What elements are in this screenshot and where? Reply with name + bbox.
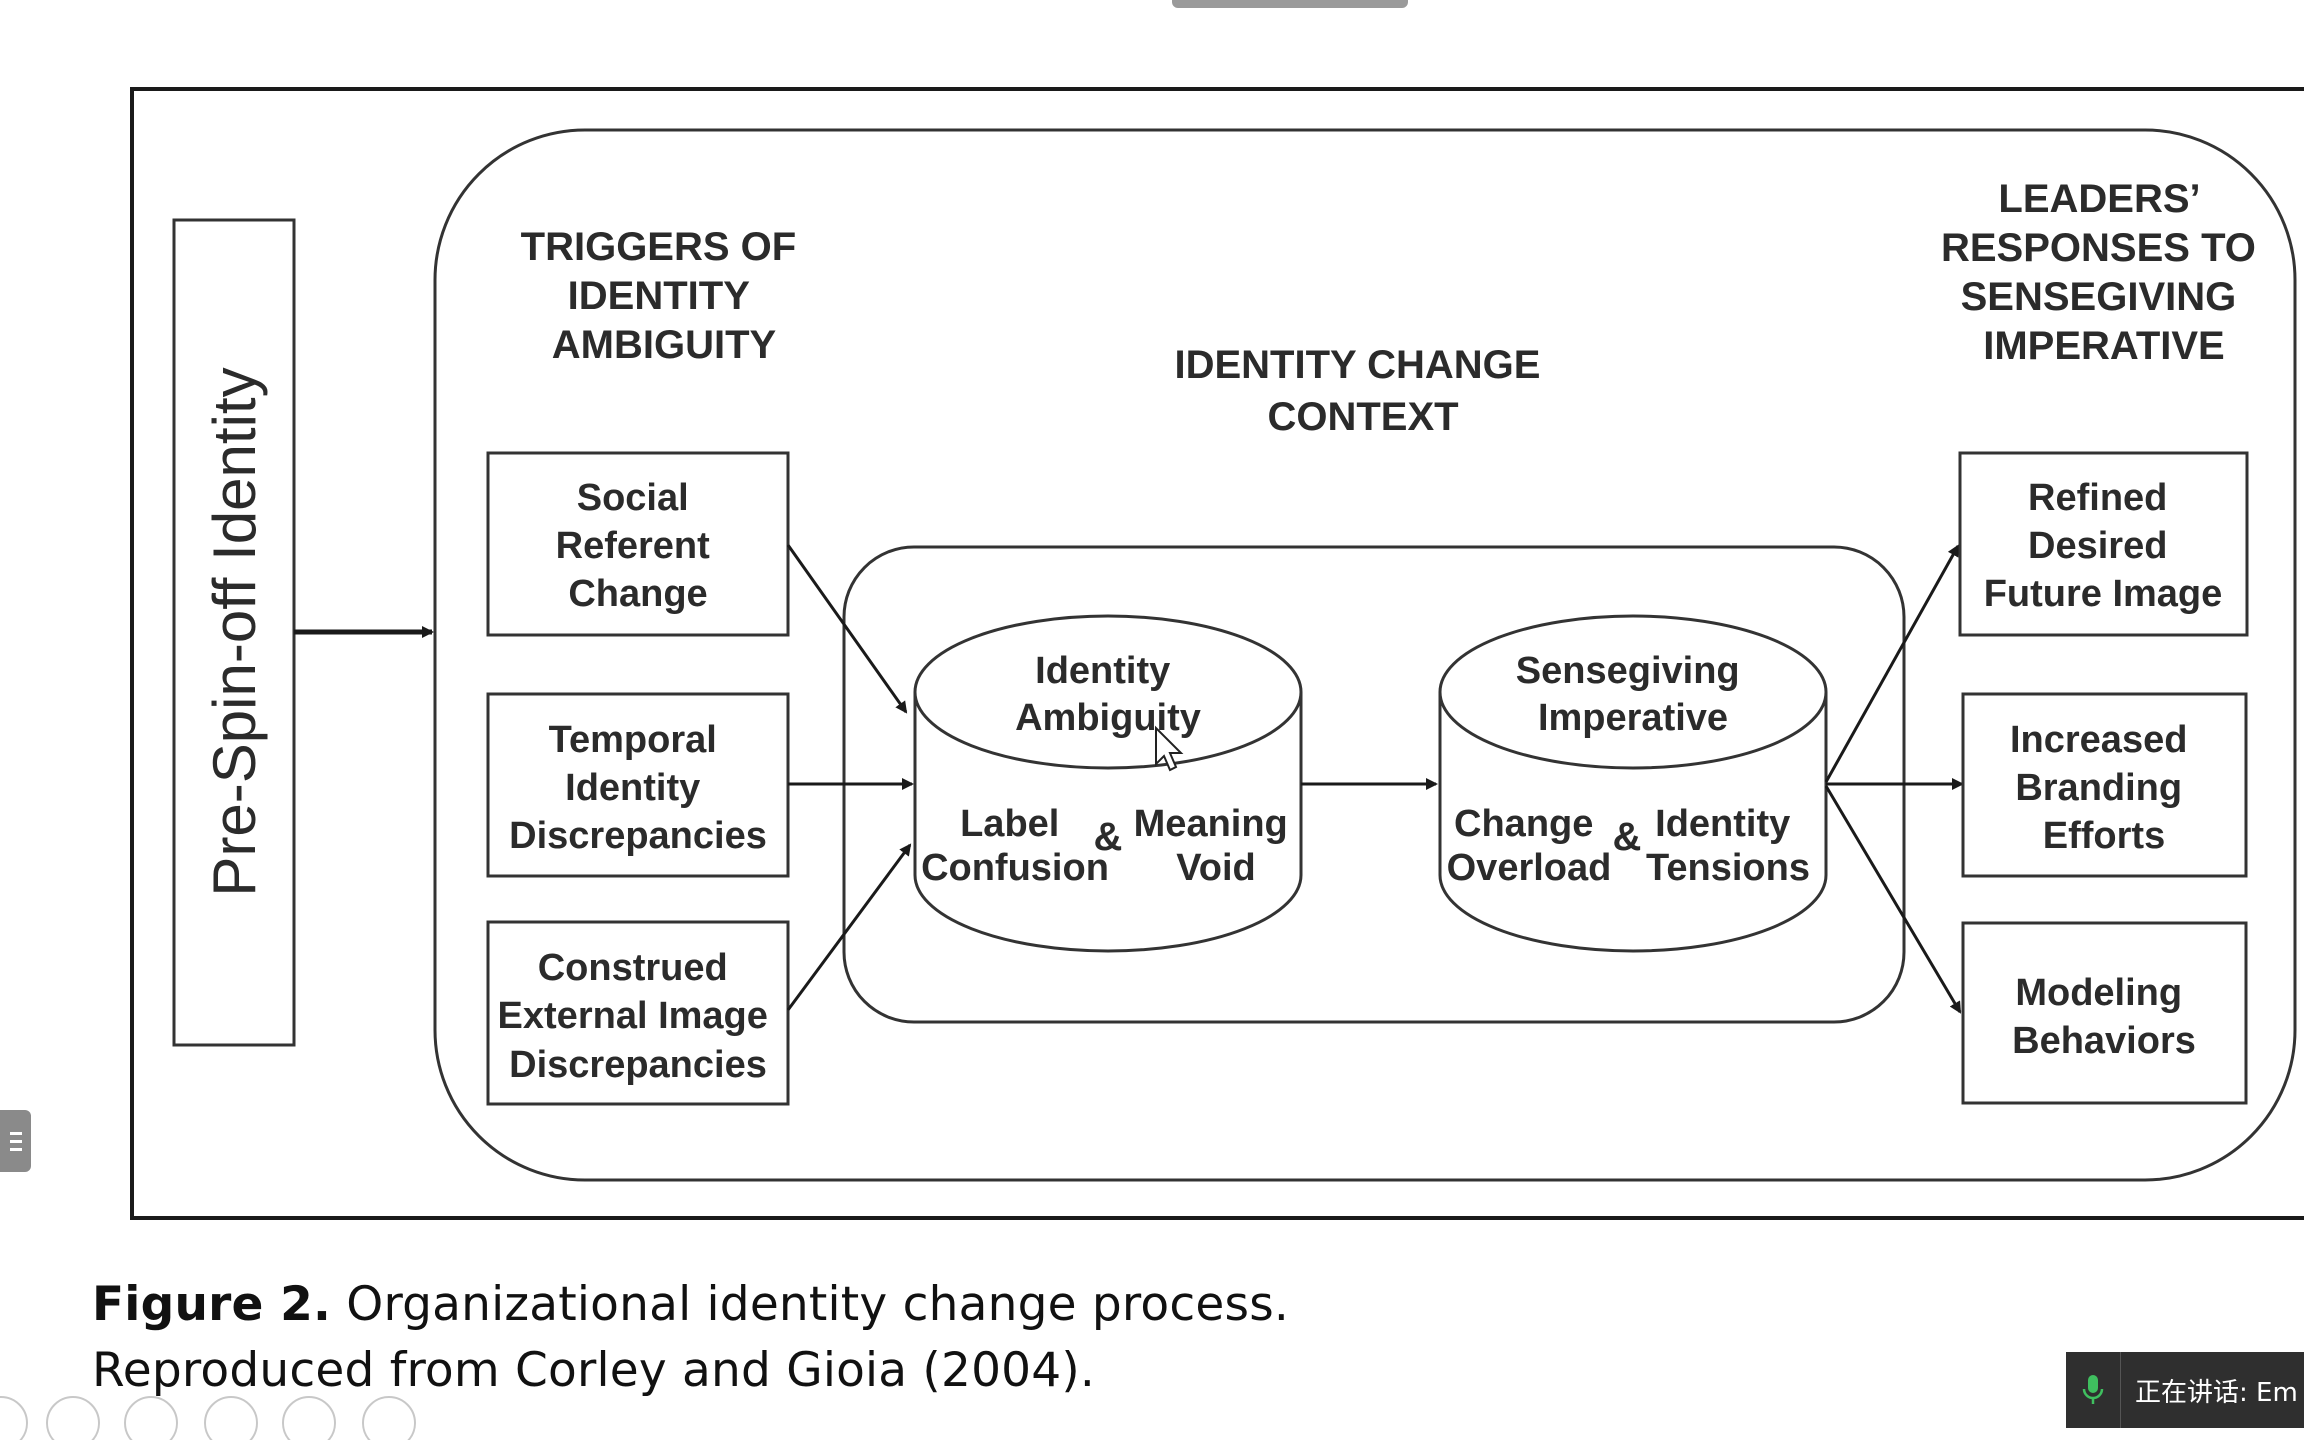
trigger-box-social-referent: Social Referent Change — [486, 451, 790, 637]
svg-text:Increased Branding: Increased Branding Efforts — [2010, 719, 2198, 857]
speaking-indicator: 正在讲话: Em — [2066, 1352, 2304, 1428]
svg-text:Label Confusion: Label Confusion — [921, 803, 1109, 889]
identity-ambiguity-cylinder: Identity Ambiguity Label Confusion & Mea… — [913, 614, 1303, 953]
identity-change-diagram: Pre-Spin-off Identity TRIGGERS OF IDENTI… — [172, 128, 2297, 1182]
caption-title: Organizational identity change process. — [346, 1277, 1290, 1332]
figure-caption: Figure 2. Organizational identity change… — [92, 1272, 1289, 1404]
slide-grid-button[interactable] — [204, 1396, 258, 1440]
svg-text:Identity Ambiguity: Identity Ambiguity — [1015, 650, 1201, 739]
identity-change-context-container — [433, 128, 2297, 1182]
caption-figure-label: Figure 2. — [92, 1277, 332, 1332]
svg-text:Social Referent: Social Referent Change — [556, 477, 721, 615]
menu-icon — [9, 1139, 22, 1143]
context-heading: IDENTITY CHANGE CONTEXT — [1174, 343, 1551, 439]
svg-text:Temporal Identity: Temporal Identity Discrepancies — [509, 719, 767, 857]
microphone-icon — [2066, 1352, 2121, 1428]
previous-slide-button[interactable] — [0, 1396, 28, 1440]
mouse-cursor-icon — [1155, 725, 1184, 772]
caption-line-2: Reproduced from Corley and Gioia (2004). — [92, 1343, 1096, 1398]
trigger-box-temporal-identity: Temporal Identity Discrepancies — [486, 692, 790, 878]
svg-text:Identity Tensions: Identity Tensions — [1646, 803, 1810, 889]
svg-text:Modeling Behaviors: Modeling Behaviors — [2012, 972, 2196, 1062]
caption-line-1: Figure 2. Organizational identity change… — [92, 1272, 1289, 1338]
pre-spinoff-label: Pre-Spin-off Identity — [201, 367, 268, 896]
arrow-social-to-ambiguity — [786, 544, 908, 714]
speaking-label: 正在讲话: Em — [2135, 1377, 2298, 1408]
more-options-button[interactable] — [362, 1396, 416, 1440]
slide-playback-controls — [0, 1396, 460, 1440]
top-drag-handle[interactable] — [1172, 0, 1408, 8]
svg-text:&: & — [1094, 815, 1123, 859]
svg-text:Sensegiving Imperative: Sensegiving Imperative — [1516, 650, 1750, 739]
responses-heading: LEADERS’ RESPONSES TO SENSEGIVING IMPERA… — [1941, 177, 2267, 368]
trigger-box-construed-external: Construed External Image Discrepancies — [486, 920, 790, 1106]
response-box-modeling-behaviors: Modeling Behaviors — [1961, 921, 2248, 1105]
zoom-button[interactable] — [282, 1396, 336, 1440]
side-menu-tab[interactable] — [0, 1110, 31, 1172]
arrow-imperative-to-modeling — [1824, 785, 1962, 1014]
response-box-branding-efforts: Increased Branding Efforts — [1961, 692, 2248, 878]
response-box-refined-image: Refined Desired Future Image — [1958, 451, 2249, 637]
svg-text:Change Overload: Change Overload — [1447, 803, 1612, 889]
play-button[interactable] — [46, 1396, 100, 1440]
triggers-heading: TRIGGERS OF IDENTITY AMBIGUITY — [521, 225, 808, 367]
svg-text:Meaning Void: Meaning Void — [1134, 803, 1299, 889]
pen-tool-button[interactable] — [124, 1396, 178, 1440]
svg-text:Refined Desired: Refined Desired Future Image — [1984, 477, 2223, 615]
arrow-imperative-to-refined — [1824, 544, 1960, 783]
pre-spinoff-box: Pre-Spin-off Identity — [172, 218, 296, 1047]
arrow-construed-to-ambiguity — [786, 843, 912, 1011]
svg-text:Construed External Ima: Construed External Image Discrepancies — [498, 947, 779, 1086]
sensegiving-imperative-cylinder: Sensegiving Imperative Change Overload &… — [1438, 614, 1828, 953]
svg-text:&: & — [1613, 815, 1642, 859]
